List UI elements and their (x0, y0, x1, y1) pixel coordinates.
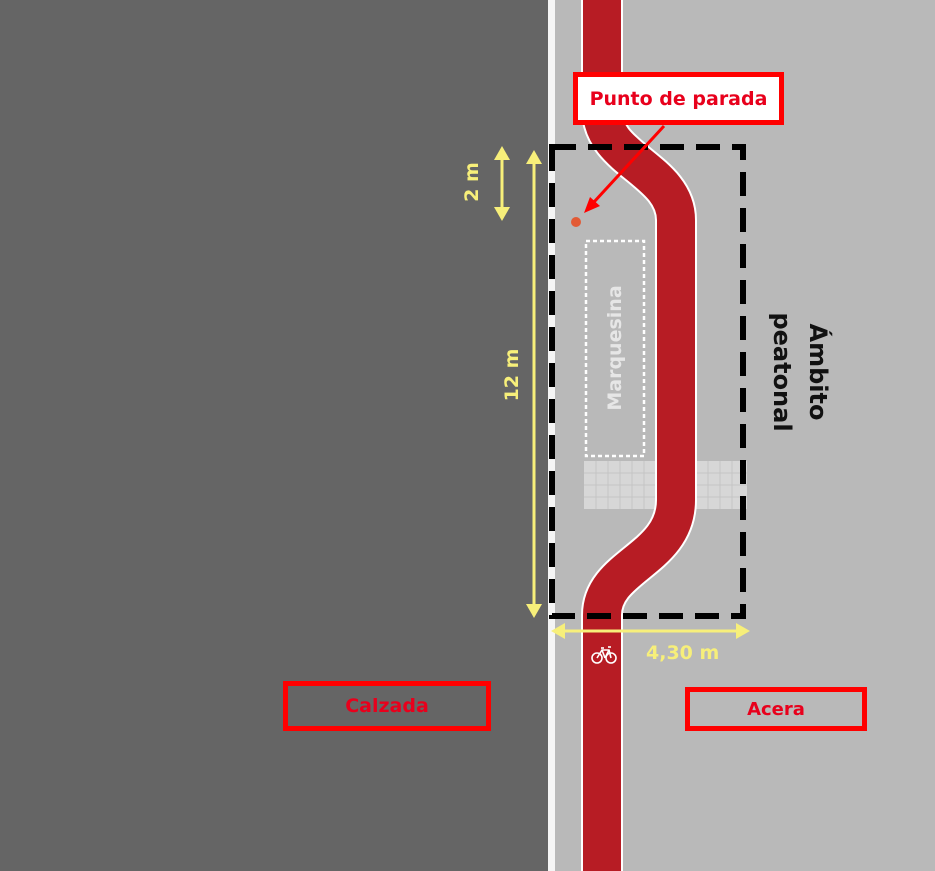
pedestrian-zone-label-line2: peatonal (768, 312, 796, 432)
stop-point-label: Punto de parada (573, 72, 784, 125)
sidewalk-text: Acera (747, 698, 805, 720)
bike-lane (583, 0, 695, 871)
stop-point-marker (571, 217, 581, 227)
pedestrian-zone-label-line1: Ámbito (804, 323, 832, 421)
shelter-outline (584, 239, 646, 458)
dimension-12m-label: 12 m (501, 348, 523, 402)
bicycle-icon (591, 646, 617, 664)
roadway-label: Calzada (283, 681, 491, 731)
dimension-12m-arrow (526, 150, 542, 618)
stop-point-arrow (584, 124, 666, 213)
dimension-430-label: 4,30 m (646, 642, 720, 664)
stop-point-text: Punto de parada (589, 87, 768, 110)
shelter-label: Marquesina (604, 285, 626, 411)
dimension-2m-arrow (494, 146, 510, 221)
sidewalk-label: Acera (685, 687, 867, 731)
roadway-text: Calzada (345, 695, 429, 717)
road-surface (0, 0, 548, 871)
dimension-430-arrow (551, 623, 750, 639)
pedestrian-zone-label: Ámbito peatonal (764, 312, 836, 431)
dimension-2m-label: 2 m (461, 162, 483, 202)
pedestrian-zone-outline (549, 144, 746, 619)
